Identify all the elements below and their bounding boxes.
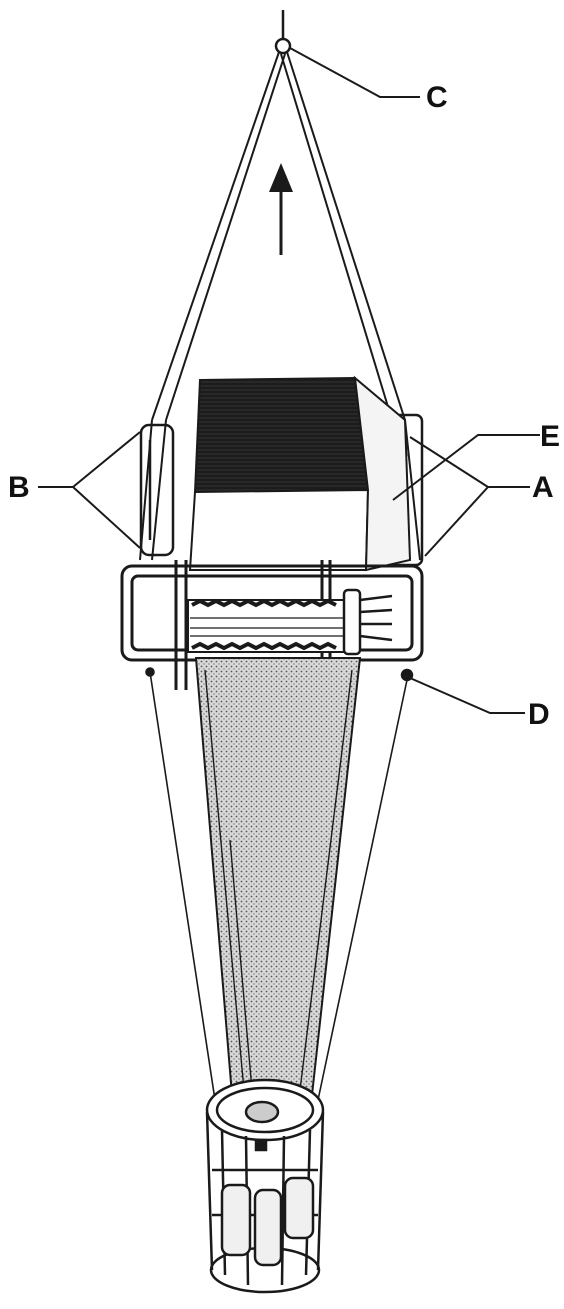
frame-bracket-left bbox=[139, 423, 175, 557]
cod-end-cage bbox=[205, 1078, 325, 1294]
plankton-net bbox=[194, 657, 362, 1096]
label-c: C bbox=[426, 81, 448, 114]
depressor-dark-panel bbox=[193, 376, 370, 494]
bridle-shackle bbox=[274, 37, 292, 55]
net-seams bbox=[204, 669, 353, 1091]
label-e: E bbox=[540, 420, 561, 453]
label-b: B bbox=[8, 471, 30, 504]
label-d: D bbox=[528, 698, 550, 731]
release-mechanism bbox=[342, 588, 414, 682]
net-bridle-lines bbox=[145, 667, 408, 1101]
tow-direction-arrow bbox=[269, 163, 293, 255]
label-a: A bbox=[532, 471, 554, 504]
callout-lines bbox=[38, 47, 540, 714]
depressor-light-panel bbox=[188, 488, 370, 571]
net-roller bbox=[187, 598, 349, 653]
